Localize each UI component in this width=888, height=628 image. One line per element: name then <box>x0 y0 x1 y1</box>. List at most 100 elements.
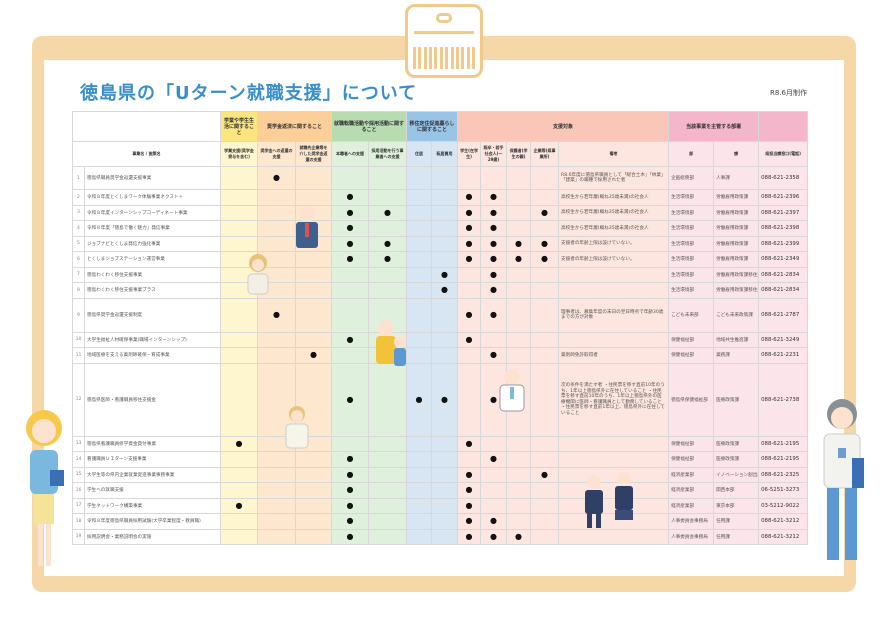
subheader-s10: 保護者(学生の親) <box>506 141 532 167</box>
doctor-illustration <box>499 369 525 412</box>
dot-cell <box>506 297 532 333</box>
dot-cell <box>257 482 296 499</box>
dot-cell <box>257 204 296 221</box>
dot-cell: ● <box>331 497 370 514</box>
dept-cell: 保健福祉部 <box>668 451 715 468</box>
dot-cell: ● <box>368 235 408 252</box>
dot-cell <box>530 189 560 206</box>
subheader-s15: 県担当課窓口(電話) <box>758 141 809 167</box>
phone-cell: 088-621-2195 <box>758 451 809 468</box>
note-cell <box>558 435 670 452</box>
project-name: 徳島わくわく移住支援事業プラス <box>84 282 221 299</box>
row-number: 19 <box>72 528 85 545</box>
row-number: 1 <box>72 166 85 190</box>
section-cell: 医療政策課 <box>713 435 760 452</box>
section-cell: 労働雇用政策課移住交流室 <box>713 282 760 299</box>
dot-cell <box>406 204 433 221</box>
dot-cell <box>257 189 296 206</box>
dot-cell <box>331 282 370 299</box>
dot-cell <box>457 451 482 468</box>
date-label: R8.6月制作 <box>770 89 807 97</box>
dot-cell: ● <box>257 297 296 333</box>
dot-cell <box>368 166 408 190</box>
dot-cell <box>406 266 433 283</box>
dot-cell <box>431 497 459 514</box>
clip-icon <box>405 4 483 78</box>
dot-cell <box>457 282 482 299</box>
dot-cell <box>368 435 408 452</box>
dot-cell: ● <box>480 266 508 283</box>
parent-child-illustration <box>376 320 406 366</box>
dot-cell <box>530 497 560 514</box>
table-row: 8徳島わくわく移住支援事業プラス●●生活環境部労働雇用政策課移住交流室088-6… <box>72 282 809 299</box>
phone-cell: 088-621-2787 <box>758 297 809 333</box>
row-number: 8 <box>72 282 85 299</box>
dot-cell <box>294 189 333 206</box>
dot-cell <box>257 331 296 348</box>
dot-cell: ● <box>331 331 370 348</box>
dot-cell <box>506 331 532 348</box>
dot-cell: ● <box>331 220 370 237</box>
note-cell: 高校生から若年層(概ね35歳未満)の社会人 <box>558 189 670 206</box>
dept-cell: 生活環境部 <box>668 251 715 268</box>
dot-cell: ● <box>331 451 370 468</box>
dot-cell: ● <box>457 466 482 483</box>
dot-cell <box>506 166 532 190</box>
dot-cell: ● <box>457 528 482 545</box>
subheader-s1: 学業支援(奨学金貸与を含む) <box>220 141 258 167</box>
dot-cell <box>506 451 532 468</box>
dot-cell <box>294 166 333 190</box>
dot-cell <box>331 347 370 364</box>
phone-cell: 088-621-3249 <box>758 331 809 348</box>
row-number: 13 <box>72 435 85 452</box>
dot-cell <box>368 482 408 499</box>
project-name: 学生への就職支援 <box>84 482 221 499</box>
phone-cell: 088-621-2834 <box>758 282 809 299</box>
blank-header <box>72 111 221 142</box>
dept-cell: こども未来部 <box>668 297 715 333</box>
dot-cell <box>530 297 560 333</box>
dept-cell: 生活環境部 <box>668 282 715 299</box>
dot-cell <box>220 451 258 468</box>
section-cell: 労働雇用政策課移住交流室 <box>713 266 760 283</box>
dot-cell <box>406 235 433 252</box>
dot-cell: ● <box>457 513 482 530</box>
dept-cell: 企画総務部 <box>668 166 715 190</box>
section-cell: 労働雇用政策課 <box>713 204 760 221</box>
dept-cell: 経済産業部 <box>668 497 715 514</box>
dot-cell: ● <box>506 251 532 268</box>
row-number: 18 <box>72 513 85 530</box>
dot-cell <box>294 331 333 348</box>
dot-cell <box>431 235 459 252</box>
subheader-s2: 奨学金への返還の支援 <box>257 141 296 167</box>
dot-cell <box>506 189 532 206</box>
dot-cell <box>368 282 408 299</box>
dept-cell: 生活環境部 <box>668 235 715 252</box>
phone-cell: 088-621-2738 <box>758 362 809 437</box>
dot-cell <box>457 266 482 283</box>
dot-cell <box>530 362 560 437</box>
dot-cell: ● <box>457 204 482 221</box>
subheader-s6: 住居 <box>406 141 433 167</box>
subheader-s5: 採用活動を行う事業者への支援 <box>368 141 408 167</box>
dot-cell <box>257 235 296 252</box>
project-name: 令和８年度「徳島で働く魅力」発信事業 <box>84 220 221 237</box>
dot-cell <box>257 497 296 514</box>
dot-cell <box>220 166 258 190</box>
dot-cell <box>406 435 433 452</box>
dot-cell: ● <box>220 497 258 514</box>
dot-cell: ● <box>331 513 370 530</box>
dot-cell <box>506 266 532 283</box>
dot-cell <box>431 451 459 468</box>
dot-cell <box>368 497 408 514</box>
row-number: 16 <box>72 482 85 499</box>
group-header-dept: 当該事業を主管する部署 <box>668 111 760 142</box>
dot-cell <box>431 528 459 545</box>
dot-cell: ● <box>431 282 459 299</box>
note-cell: 次の条件を満たす者 ・住民票を移す直前10年のうち、1年以上徳島県外に在住してい… <box>558 362 670 437</box>
